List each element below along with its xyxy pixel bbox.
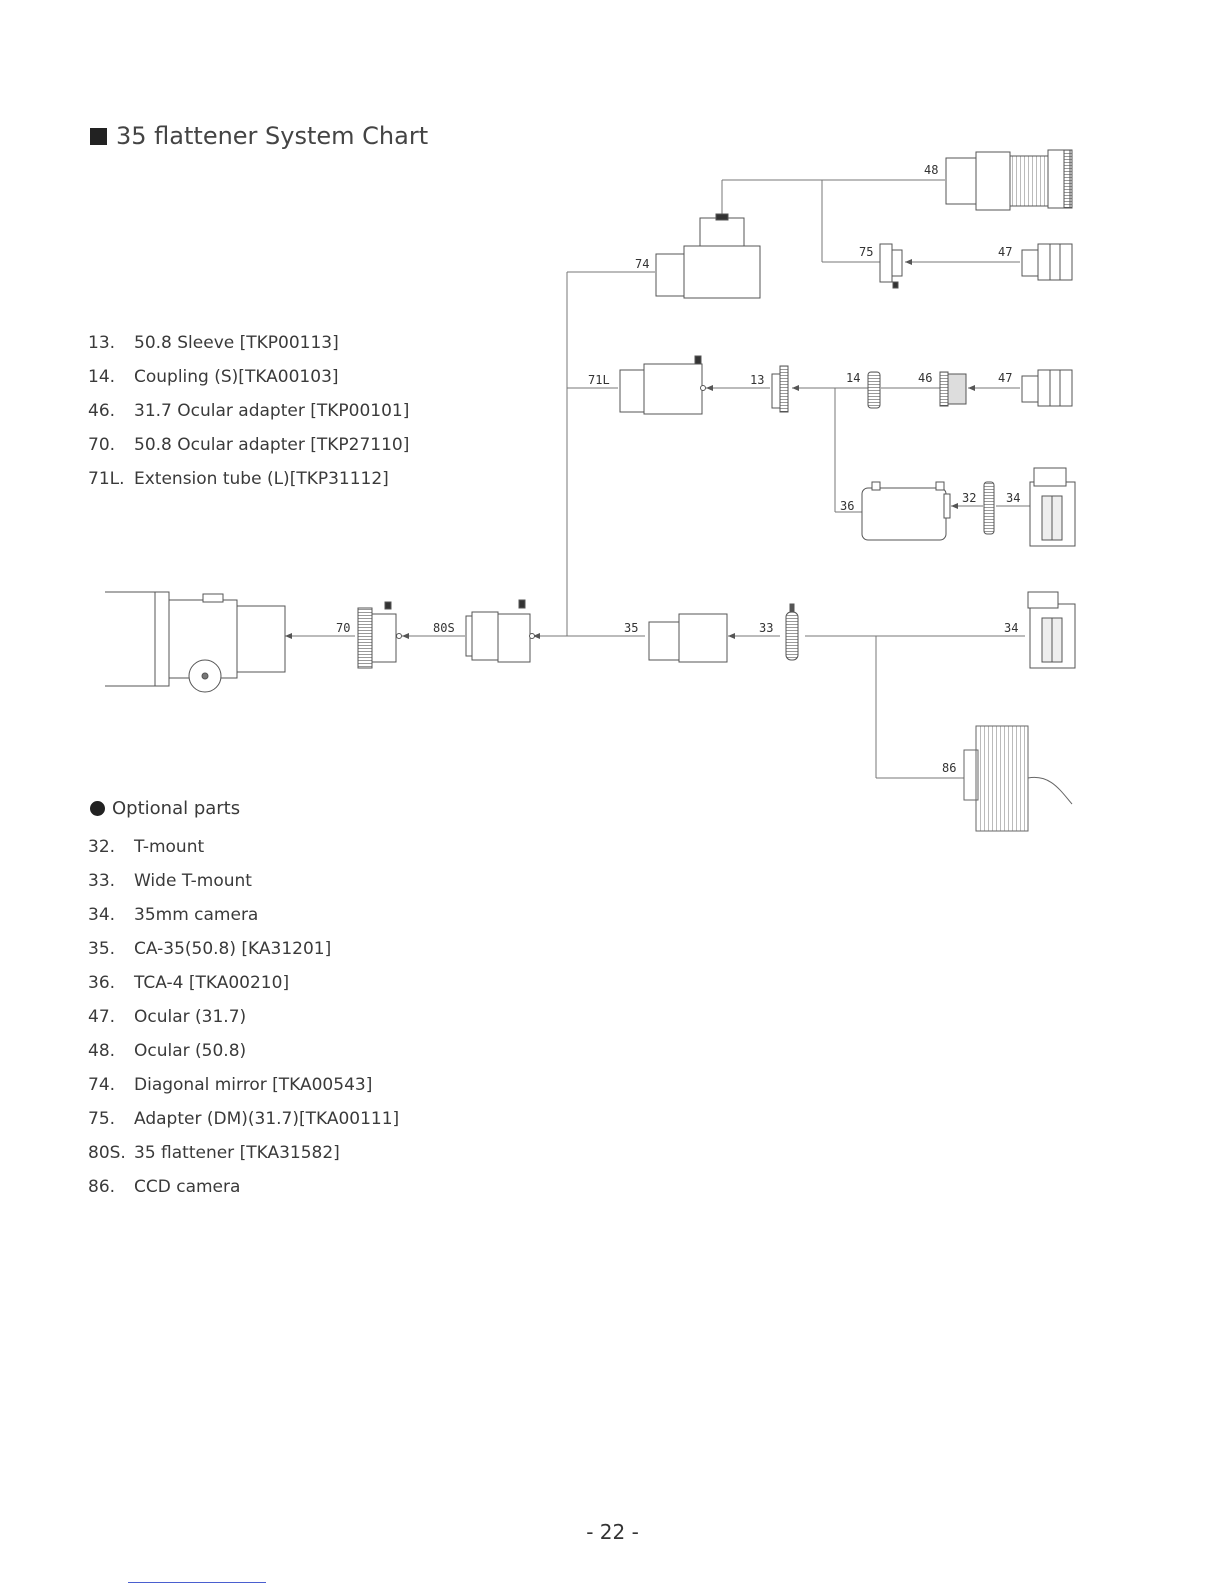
part-14-coupling bbox=[867, 371, 881, 409]
part-number: 70. bbox=[88, 435, 116, 455]
part-description: CCD camera bbox=[134, 1177, 241, 1197]
part-list-item: 86. CCD camera bbox=[88, 1170, 399, 1204]
chart-title-text: 35 flattener System Chart bbox=[116, 122, 429, 150]
part-75-adapter bbox=[879, 243, 903, 289]
part-number: 86. bbox=[88, 1177, 116, 1197]
part-description: CA-35(50.8) [KA31201] bbox=[134, 939, 332, 959]
label-47-middle: 47 bbox=[998, 371, 1012, 385]
part-list-item: 74. Diagonal mirror [TKA00543] bbox=[88, 1068, 399, 1102]
part-32-t-mount bbox=[983, 481, 995, 535]
part-description: Ocular (31.7) bbox=[134, 1007, 247, 1027]
part-number: 34. bbox=[88, 905, 116, 925]
part-number: 36. bbox=[88, 973, 116, 993]
label-35: 35 bbox=[624, 621, 638, 635]
square-bullet-icon bbox=[90, 127, 107, 145]
chart-title: 35 flattener System Chart bbox=[90, 122, 428, 150]
label-33: 33 bbox=[759, 621, 773, 635]
part-number: 14. bbox=[88, 367, 116, 387]
part-description: T-mount bbox=[134, 837, 205, 857]
diagram-labels: 48 74 75 47 71L 13 14 46 47 36 32 34 70 … bbox=[336, 163, 1020, 775]
optional-parts-heading: Optional parts bbox=[90, 798, 240, 819]
label-13: 13 bbox=[750, 373, 764, 387]
optional-parts-heading-text: Optional parts bbox=[112, 798, 241, 819]
arrow-heads bbox=[285, 259, 975, 639]
part-number: 46. bbox=[88, 401, 116, 421]
part-80S-flattener bbox=[465, 599, 535, 663]
part-list-item: 80S. 35 flattener [TKA31582] bbox=[88, 1136, 399, 1170]
part-71L-extension-tube bbox=[619, 355, 706, 415]
label-86: 86 bbox=[942, 761, 956, 775]
part-36-tca4 bbox=[861, 481, 951, 541]
part-description: Wide T-mount bbox=[134, 871, 252, 891]
part-86-ccd-camera bbox=[963, 725, 1073, 832]
label-70: 70 bbox=[336, 621, 350, 635]
round-bullet-icon bbox=[90, 801, 105, 816]
part-47-ocular-top bbox=[1021, 243, 1073, 281]
part-description: Diagonal mirror [TKA00543] bbox=[134, 1075, 373, 1095]
label-46: 46 bbox=[918, 371, 932, 385]
part-46-ocular-adapter bbox=[939, 371, 967, 407]
part-number: 75. bbox=[88, 1109, 116, 1129]
part-number: 35. bbox=[88, 939, 116, 959]
part-number: 80S. bbox=[88, 1143, 126, 1163]
label-74: 74 bbox=[635, 257, 649, 271]
part-list-item: 75. Adapter (DM)(31.7)[TKA00111] bbox=[88, 1102, 399, 1136]
part-list-item: 46. 31.7 Ocular adapter [TKP00101] bbox=[88, 394, 409, 428]
parts-list-main: 13. 50.8 Sleeve [TKP00113] 14. Coupling (S)… bbox=[88, 326, 409, 496]
telescope-body bbox=[105, 591, 286, 693]
label-14: 14 bbox=[846, 371, 860, 385]
part-number: 47. bbox=[88, 1007, 116, 1027]
part-list-item: 32. T-mount bbox=[88, 830, 399, 864]
label-34-lower: 34 bbox=[1004, 621, 1018, 635]
label-48: 48 bbox=[924, 163, 938, 177]
part-13-sleeve bbox=[771, 365, 789, 413]
part-description: 35mm camera bbox=[134, 905, 259, 925]
part-list-item: 14. Coupling (S)[TKA00103] bbox=[88, 360, 409, 394]
label-36: 36 bbox=[840, 499, 854, 513]
part-description: TCA-4 [TKA00210] bbox=[134, 973, 290, 993]
part-74-diagonal-mirror bbox=[655, 213, 761, 299]
part-list-item: 48. Ocular (50.8) bbox=[88, 1034, 399, 1068]
bottom-rule bbox=[128, 1582, 266, 1583]
part-list-item: 34. 35mm camera bbox=[88, 898, 399, 932]
part-34-camera-lower bbox=[1027, 591, 1076, 669]
part-number: 32. bbox=[88, 837, 116, 857]
part-35-camera-adapter bbox=[648, 613, 728, 663]
page-number: - 22 - bbox=[586, 1520, 639, 1544]
connector-lines bbox=[285, 179, 1030, 779]
part-number: 33. bbox=[88, 871, 116, 891]
part-47-ocular-middle bbox=[1021, 369, 1073, 407]
part-34-camera-upper bbox=[1029, 467, 1076, 547]
label-47-top: 47 bbox=[998, 245, 1012, 259]
part-list-item: 70. 50.8 Ocular adapter [TKP27110] bbox=[88, 428, 409, 462]
label-71L: 71L bbox=[588, 373, 610, 387]
part-description: Ocular (50.8) bbox=[134, 1041, 247, 1061]
part-description: 50.8 Sleeve [TKP00113] bbox=[134, 333, 339, 353]
part-description: 50.8 Ocular adapter [TKP27110] bbox=[134, 435, 410, 455]
part-33-wide-t-mount bbox=[785, 603, 799, 661]
part-number: 13. bbox=[88, 333, 116, 353]
part-list-item: 36. TCA-4 [TKA00210] bbox=[88, 966, 399, 1000]
part-description: 35 flattener [TKA31582] bbox=[134, 1143, 340, 1163]
part-list-item: 35. CA-35(50.8) [KA31201] bbox=[88, 932, 399, 966]
part-description: Coupling (S)[TKA00103] bbox=[134, 367, 339, 387]
label-34-upper: 34 bbox=[1006, 491, 1020, 505]
label-75: 75 bbox=[859, 245, 873, 259]
part-number: 74. bbox=[88, 1075, 116, 1095]
part-48-ocular bbox=[945, 149, 1073, 211]
label-80S: 80S bbox=[433, 621, 455, 635]
part-description: 31.7 Ocular adapter [TKP00101] bbox=[134, 401, 410, 421]
part-list-item: 47. Ocular (31.7) bbox=[88, 1000, 399, 1034]
part-list-item: 33. Wide T-mount bbox=[88, 864, 399, 898]
part-70-ocular-adapter bbox=[357, 601, 402, 669]
part-description: Adapter (DM)(31.7)[TKA00111] bbox=[134, 1109, 400, 1129]
part-description: Extension tube (L)[TKP31112] bbox=[134, 469, 389, 489]
part-list-item: 71L. Extension tube (L)[TKP31112] bbox=[88, 462, 409, 496]
label-32: 32 bbox=[962, 491, 976, 505]
part-number: 48. bbox=[88, 1041, 116, 1061]
part-number: 71L. bbox=[88, 469, 125, 489]
part-list-item: 13. 50.8 Sleeve [TKP00113] bbox=[88, 326, 409, 360]
